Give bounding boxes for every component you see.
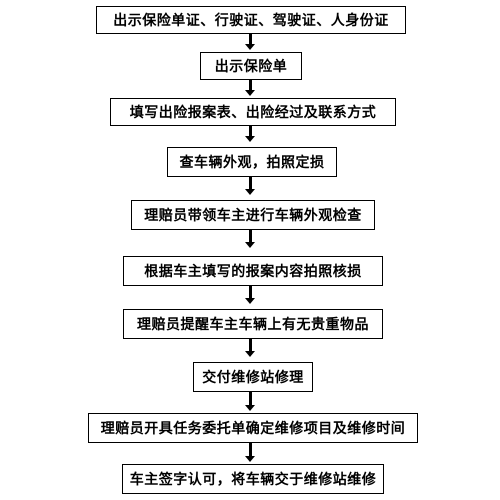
step-1-box: 出示保险单证、行驶证、驾驶证、人身份证: [96, 6, 406, 34]
step-4-box: 查车辆外观，拍照定损: [167, 147, 337, 177]
step-5-box: 理赔员带领车主进行车辆外观检查: [131, 200, 375, 230]
step-8-box: 交付维修站修理: [193, 362, 313, 392]
step-7-box: 理赔员提醒车主车辆上有无贵重物品: [123, 309, 383, 339]
step-10-box: 车主签字认可，将车辆交于维修站维修: [122, 464, 384, 494]
step-9-box: 理赔员开具任务委托单确定维修项目及维修时间: [88, 413, 418, 443]
step-6-box: 根据车主填写的报案内容拍照核损: [123, 256, 383, 286]
step-3-box: 填写出险报案表、出险经过及联系方式: [110, 98, 396, 126]
step-2-box: 出示保险单: [200, 52, 302, 80]
